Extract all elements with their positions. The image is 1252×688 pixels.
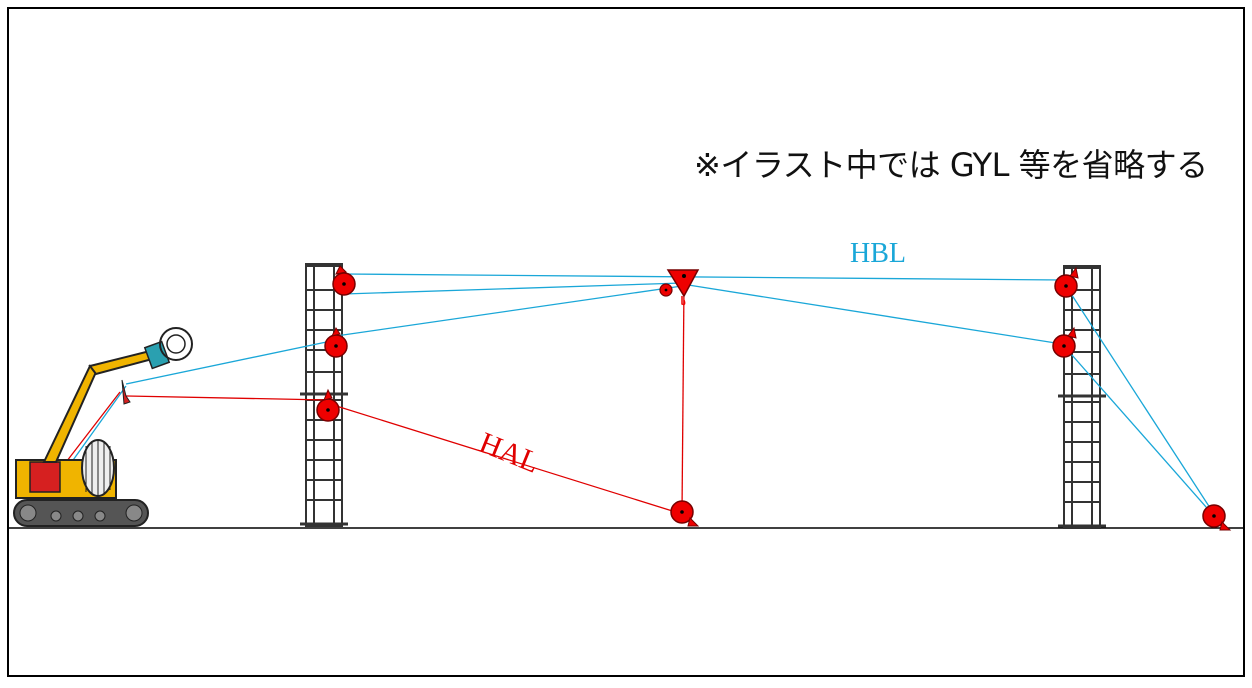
pulley xyxy=(1054,266,1079,298)
hbl-label: HBL xyxy=(850,238,906,269)
pulley xyxy=(332,265,356,296)
pulley xyxy=(1052,326,1077,358)
hbl-lines xyxy=(65,273,1215,517)
pulleys xyxy=(316,265,1232,531)
frame-border xyxy=(7,7,1245,677)
left-tower xyxy=(300,263,348,527)
note-text: ※イラスト中では GYL 等を省略する xyxy=(694,146,1208,184)
pulley xyxy=(670,500,700,527)
pulley xyxy=(324,327,348,358)
pulley xyxy=(1202,504,1232,531)
excavator-illustration xyxy=(13,327,193,527)
hal-lines xyxy=(59,283,685,515)
pulley xyxy=(316,388,340,422)
center-anchor-block xyxy=(659,269,700,306)
right-tower xyxy=(1058,265,1106,529)
